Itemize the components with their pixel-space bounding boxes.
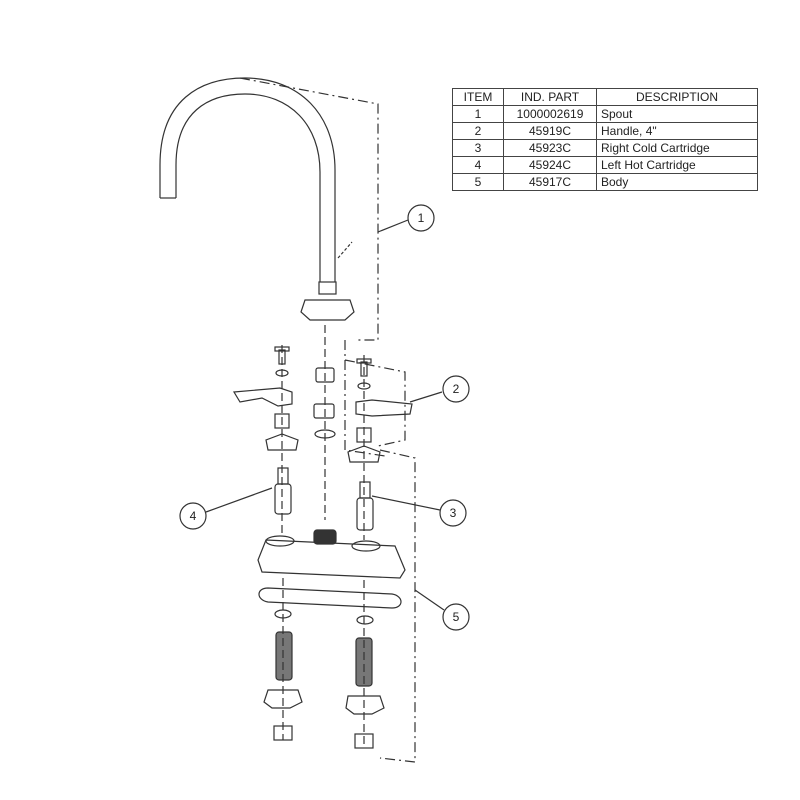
svg-text:2: 2: [453, 382, 460, 396]
svg-text:5: 5: [453, 610, 460, 624]
right-handle-assembly: [347, 355, 413, 540]
mounting-hardware: [263, 578, 385, 749]
callout-4: 4: [179, 502, 207, 530]
item-cell: 2: [452, 122, 504, 140]
gasket: [258, 587, 402, 609]
description-cell: Body: [596, 173, 758, 191]
table-header: ITEM IND. PART DESCRIPTION: [452, 88, 758, 106]
spout: [159, 77, 355, 321]
callout-2: 2: [442, 375, 470, 403]
callout-3: 3: [439, 499, 467, 527]
header-part: IND. PART: [503, 88, 597, 106]
part-cell: 45924C: [503, 156, 597, 174]
leader-dashes: [239, 77, 379, 341]
spout-seals: [313, 325, 336, 520]
part-cell: 45923C: [503, 139, 597, 157]
header-item: ITEM: [452, 88, 504, 106]
description-cell: Handle, 4": [596, 122, 758, 140]
body: [257, 529, 406, 579]
svg-text:1: 1: [418, 211, 425, 225]
header-description: DESCRIPTION: [596, 88, 758, 106]
part-cell: 45917C: [503, 173, 597, 191]
part-cell: 1000002619: [503, 105, 597, 123]
callout-1: 1: [407, 204, 435, 232]
description-cell: Left Hot Cartridge: [596, 156, 758, 174]
part-cell: 45919C: [503, 122, 597, 140]
item-cell: 3: [452, 139, 504, 157]
item-cell: 5: [452, 173, 504, 191]
callout-5: 5: [442, 603, 470, 631]
description-cell: Right Cold Cartridge: [596, 139, 758, 157]
svg-text:3: 3: [450, 506, 457, 520]
item-cell: 1: [452, 105, 504, 123]
svg-text:4: 4: [190, 509, 197, 523]
left-handle-assembly: [232, 345, 299, 535]
description-cell: Spout: [596, 105, 758, 123]
item-cell: 4: [452, 156, 504, 174]
